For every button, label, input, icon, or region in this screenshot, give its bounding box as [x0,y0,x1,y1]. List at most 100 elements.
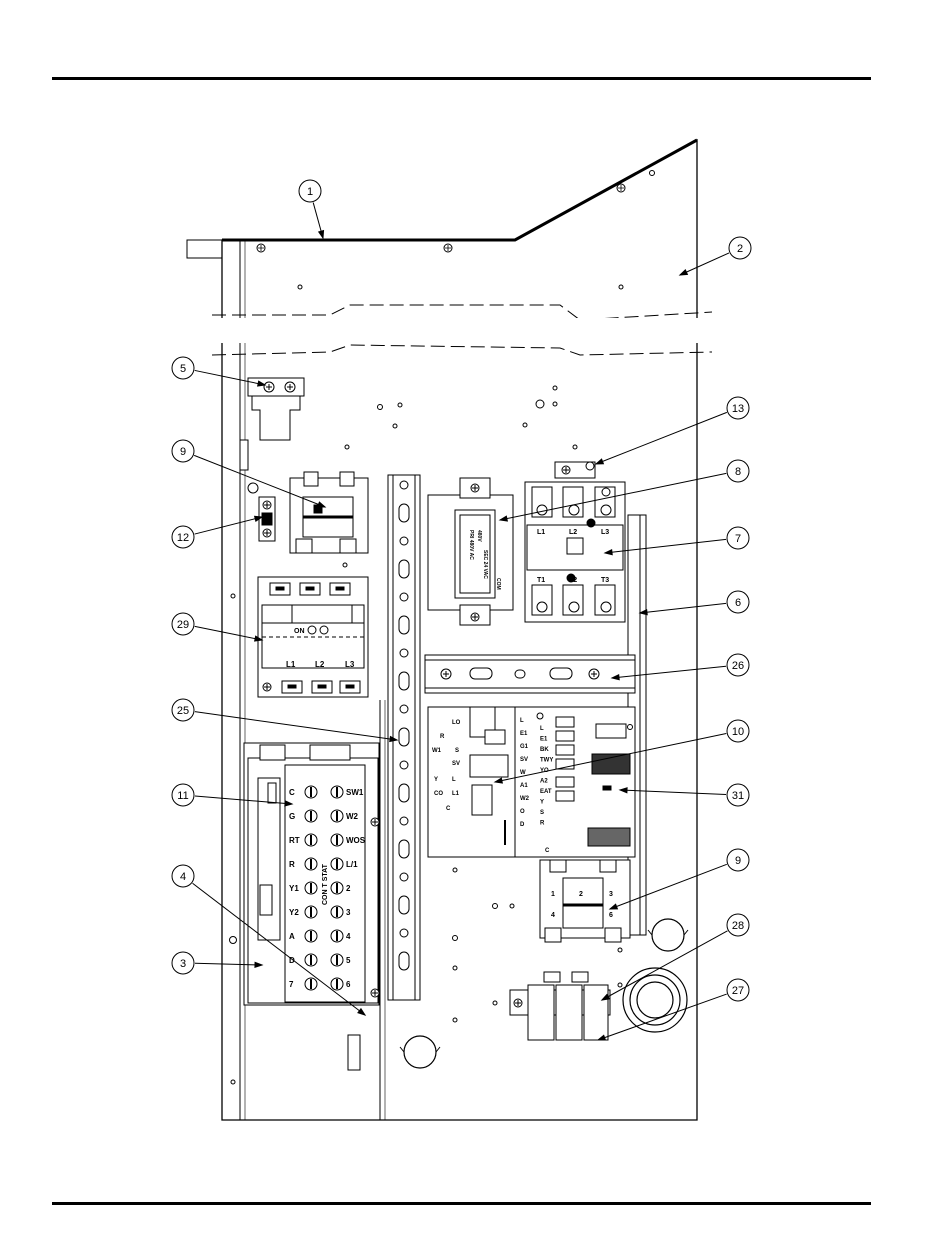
callout-c8: 8 [727,460,749,482]
board-mid-label: E1 [520,731,528,737]
channel-slot [399,952,409,970]
board-right-label: R [540,821,545,827]
callout-number: 25 [177,705,189,717]
callout-number: 27 [732,985,744,997]
transformer-line-4: COM [495,578,501,590]
board-left-label: S [455,748,459,754]
item-9-relay-bottom [540,860,630,942]
channel-slot [399,784,409,802]
tb-right-label: SW1 [346,788,364,797]
channel-screw [400,817,408,825]
board-right-label: A2 [540,779,548,785]
callout-number: 11 [177,790,188,802]
board-right-label: TWY [540,758,553,764]
callout-c25: 25 [172,699,194,721]
board-left-label: L [452,777,456,783]
callout-c2: 2 [729,237,751,259]
board-left-label: C [446,806,451,812]
callout-number: 3 [180,958,186,970]
board-right-label: BK [540,747,549,753]
board-right-label: EAT [540,789,552,795]
board-left-label: SV [452,761,460,767]
breaker-terminal-l1: L1 [286,660,296,669]
tb-right-label: 5 [346,956,351,965]
item-10-control-board [428,707,635,857]
callout-number: 13 [732,403,744,415]
callout-c31: 31 [727,784,749,806]
callout-number: 2 [737,243,743,255]
leader-arrow-c1 [319,231,324,238]
item-27-fuse-block [510,972,610,1040]
leader-line-c2 [680,253,729,275]
tb-left-label: Y2 [289,908,299,917]
callout-c9a: 9 [172,440,194,462]
breaker-on-label: ON [294,628,305,635]
contactor-line-l1: L1 [537,529,545,536]
channel-screw [400,705,408,713]
callout-number: 29 [177,619,189,631]
tb-left-label: RT [289,836,300,845]
item-9-relay-top [290,472,368,553]
callout-c1: 1 [299,180,321,202]
board-right-label: E1 [540,737,548,743]
contactor-line-l3: L3 [601,529,609,536]
tb-right-label: 3 [346,908,351,917]
board-right-label: L [540,726,544,732]
break-mask [200,318,720,343]
callout-c28: 28 [727,914,749,936]
relay-pin-6: 6 [609,912,613,919]
contactor-load-t1: T1 [537,577,545,584]
breaker-terminal-l2: L2 [315,660,325,669]
leader-line-c12 [195,517,262,534]
tb-left-label: Y1 [289,884,299,893]
channel-slot [399,840,409,858]
callout-c6: 6 [727,591,749,613]
tb-right-label: 6 [346,980,351,989]
item-26-din-rail [425,655,635,693]
callout-c10: 10 [727,720,749,742]
board-right-label: Y [540,800,544,806]
relay-pin-2: 2 [579,891,583,898]
tb-left-label: G [289,812,295,821]
channel-slot [399,616,409,634]
contactor-load-t2: T2 [569,577,577,584]
relay-pin-1: 1 [551,891,555,898]
item-28-bushing [623,968,687,1032]
callout-number: 4 [180,871,186,883]
channel-screw [400,593,408,601]
callout-c5: 5 [172,357,194,379]
board-mid-label: G1 [520,744,529,750]
tb-right-label: L/1 [346,860,358,869]
board-right-label: S [540,810,544,816]
tb-right-label: 4 [346,932,351,941]
leader-line-c13 [596,412,727,464]
callout-number: 10 [732,726,744,738]
board-mid-label: SV [520,757,528,763]
channel-slot [399,896,409,914]
channel-screw [400,929,408,937]
item-12-terminal [248,483,275,541]
tb-right-label: WOS [346,836,366,845]
callout-c27: 27 [727,979,749,1001]
callout-c3: 3 [172,952,194,974]
board-mid-label: A1 [520,783,528,789]
callout-number: 28 [732,920,744,932]
callout-number: 5 [180,363,186,375]
callout-number: 9 [735,855,741,867]
callout-c7: 7 [727,527,749,549]
tb-left-label: A [289,932,295,941]
callout-number: 8 [735,466,741,478]
transformer-line-1: 480V [476,530,482,542]
contactor-load-t3: T3 [601,577,609,584]
callout-number: 1 [307,186,313,198]
board-left-label: CO [434,791,443,797]
channel-screw [400,761,408,769]
tb-right-label: 2 [346,884,351,893]
callout-number: 9 [180,446,186,458]
leader-arrow-c2 [680,270,687,275]
tb-left-label: R [289,860,295,869]
board-left-label: L1 [452,791,460,797]
channel-screw [400,537,408,545]
board-mid-label: D [520,822,525,828]
